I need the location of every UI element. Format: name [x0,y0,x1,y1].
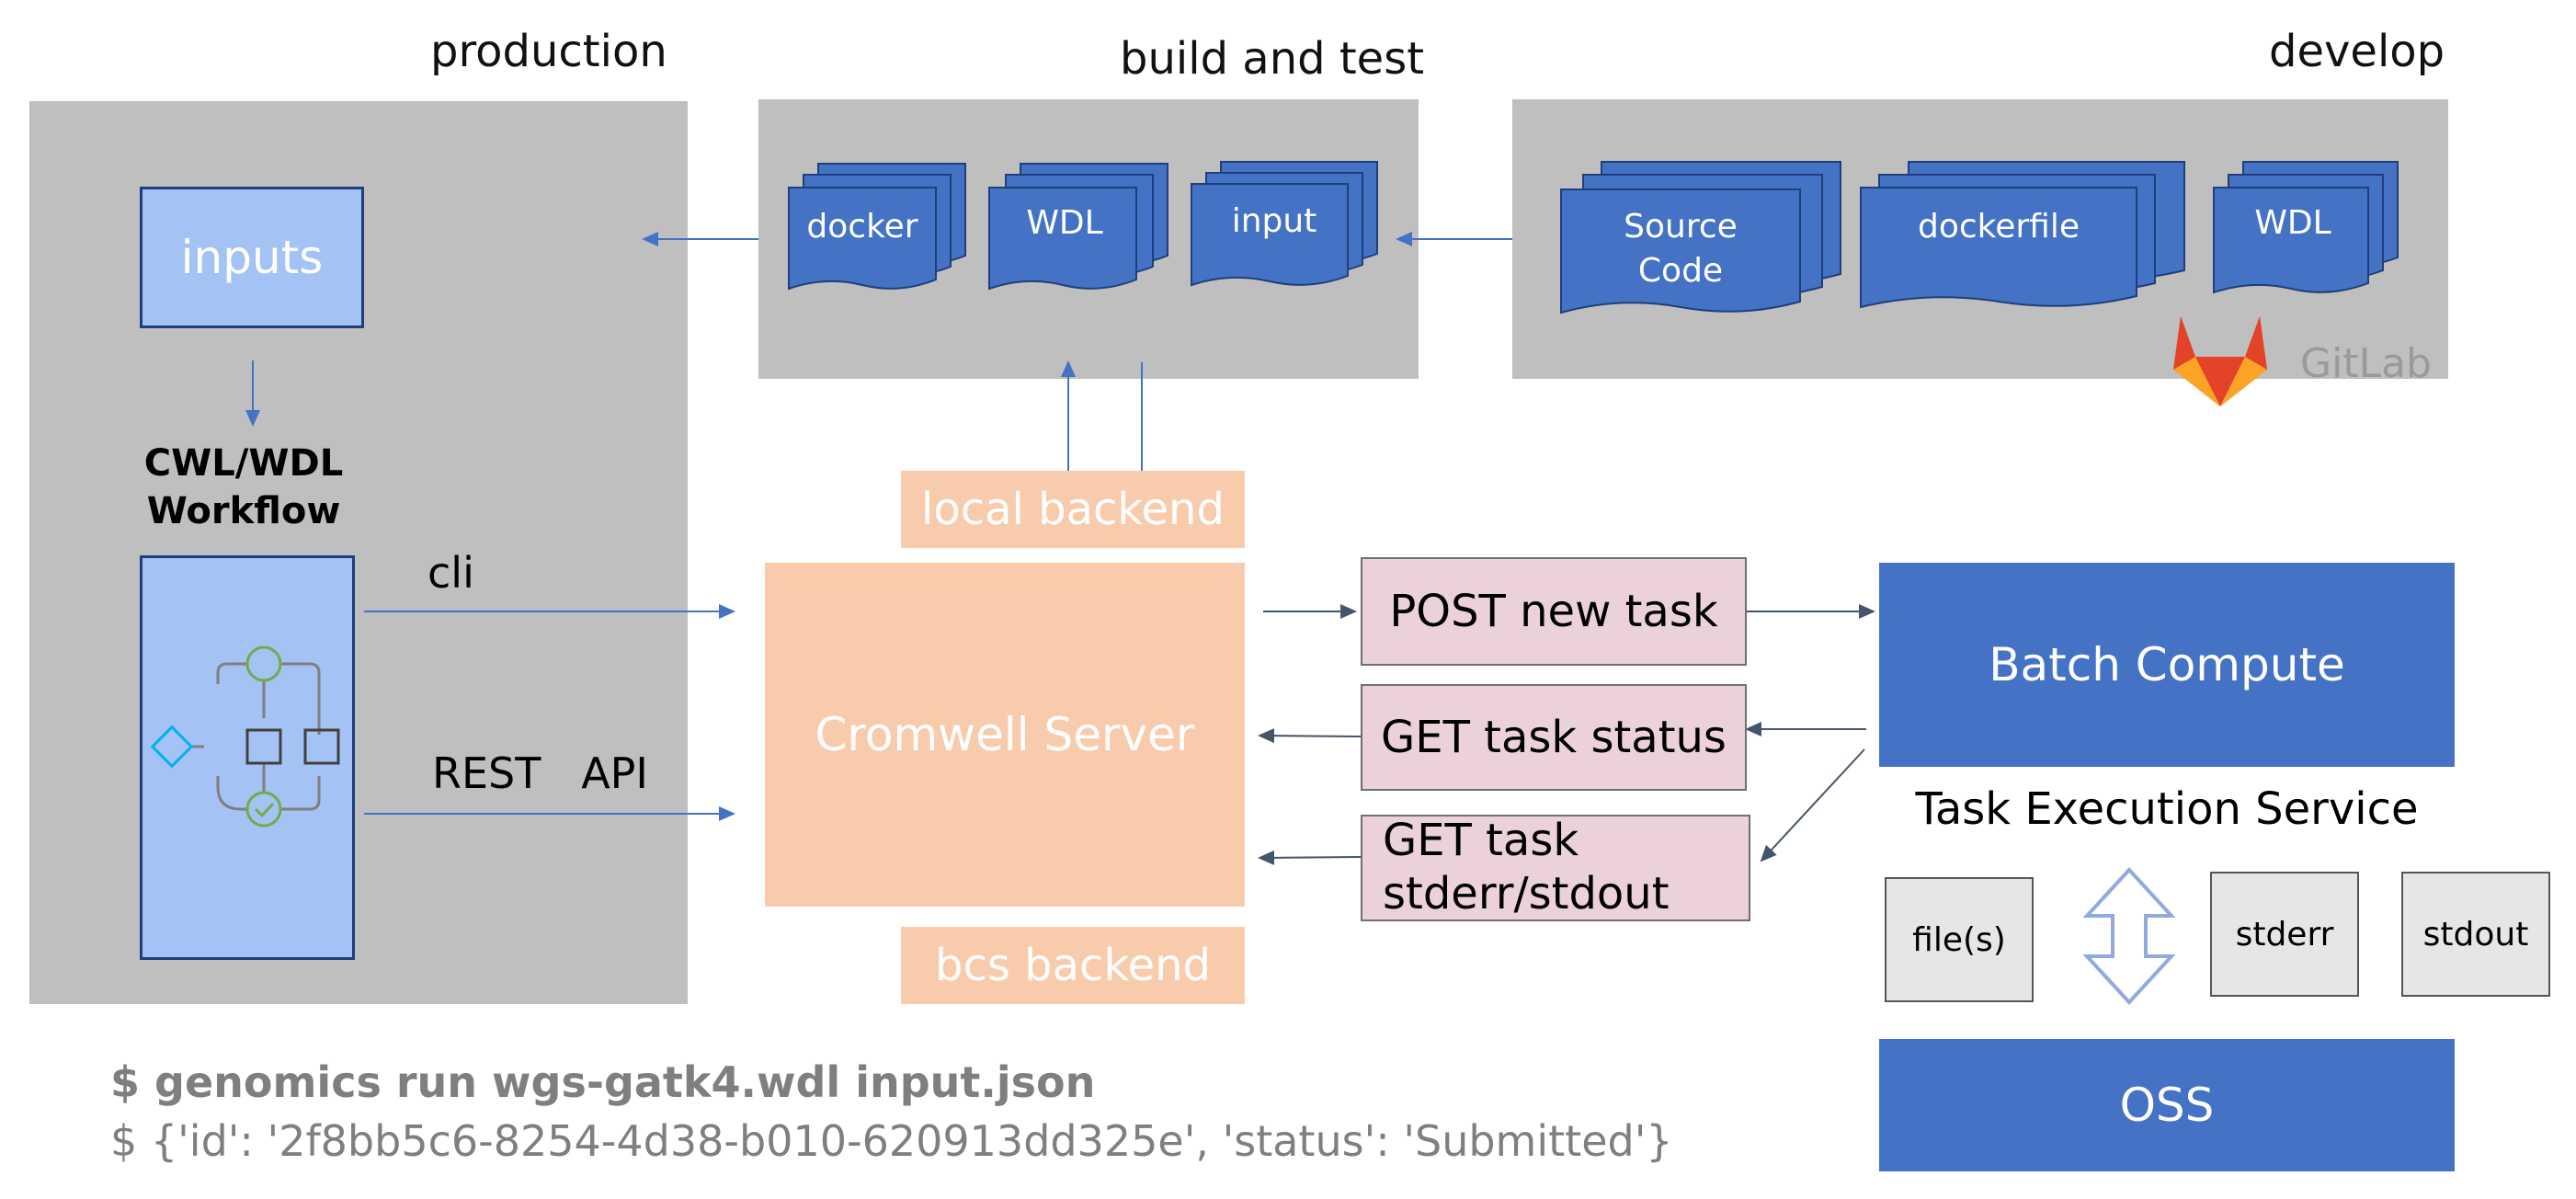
batch-compute-box: Batch Compute [1879,563,2455,767]
workflow-diagram-icon [150,645,340,828]
stderr-box: stderr [2210,872,2359,997]
section-production-label: production [430,26,667,77]
doc-wdl-label: WDL [1026,204,1102,242]
get-task-stderr-box: GET task stderr/stdout [1361,815,1750,921]
cli-label: cli [427,548,474,598]
workflow-title: CWL/WDL Workflow [143,442,344,532]
develop-doc-wdl: WDL [2213,161,2399,294]
doc-dockerfile-label: dockerfile [1918,208,2080,246]
command-line-2: $ {'id': '2f8bb5c6-8254-4d38-b010-620913… [110,1116,1673,1166]
oss-box: OSS [1879,1039,2455,1171]
files-box: file(s) [1885,877,2034,1002]
build-doc-docker: docker [788,163,966,291]
stdout-box: stdout [2401,872,2550,997]
rest-api-label: REST API [432,748,648,798]
task-execution-label: Task Execution Service [1915,783,2419,835]
post-new-task-box: POST new task [1361,557,1747,666]
section-develop-label: develop [2269,26,2445,77]
bcs-backend-box: bcs backend [901,927,1245,1004]
doc-source-line1: Source [1624,208,1738,246]
doc-docker-label: docker [806,208,918,246]
workflow-box [140,555,355,960]
command-line-1: $ genomics run wgs-gatk4.wdl input.json [110,1057,1096,1107]
doc-wdl2-label: WDL [2254,204,2331,242]
develop-doc-dockerfile: dockerfile [1860,161,2185,309]
gitlab-wordmark: GitLab [2300,340,2432,387]
gitlab-logo-icon [2173,316,2267,406]
local-backend-box: local backend [901,471,1245,548]
double-arrow-icon [2082,867,2176,1005]
build-doc-wdl: WDL [988,163,1168,291]
inputs-box: inputs [140,187,364,328]
develop-doc-source: Source Code [1560,161,1841,314]
build-doc-input: input [1191,161,1378,287]
get-task-status-box: GET task status [1361,684,1747,791]
section-build-test-label: build and test [1120,33,1425,85]
doc-source-line2: Code [1638,252,1723,290]
cromwell-server-box: Cromwell Server [765,563,1245,907]
doc-input-label: input [1232,202,1317,240]
